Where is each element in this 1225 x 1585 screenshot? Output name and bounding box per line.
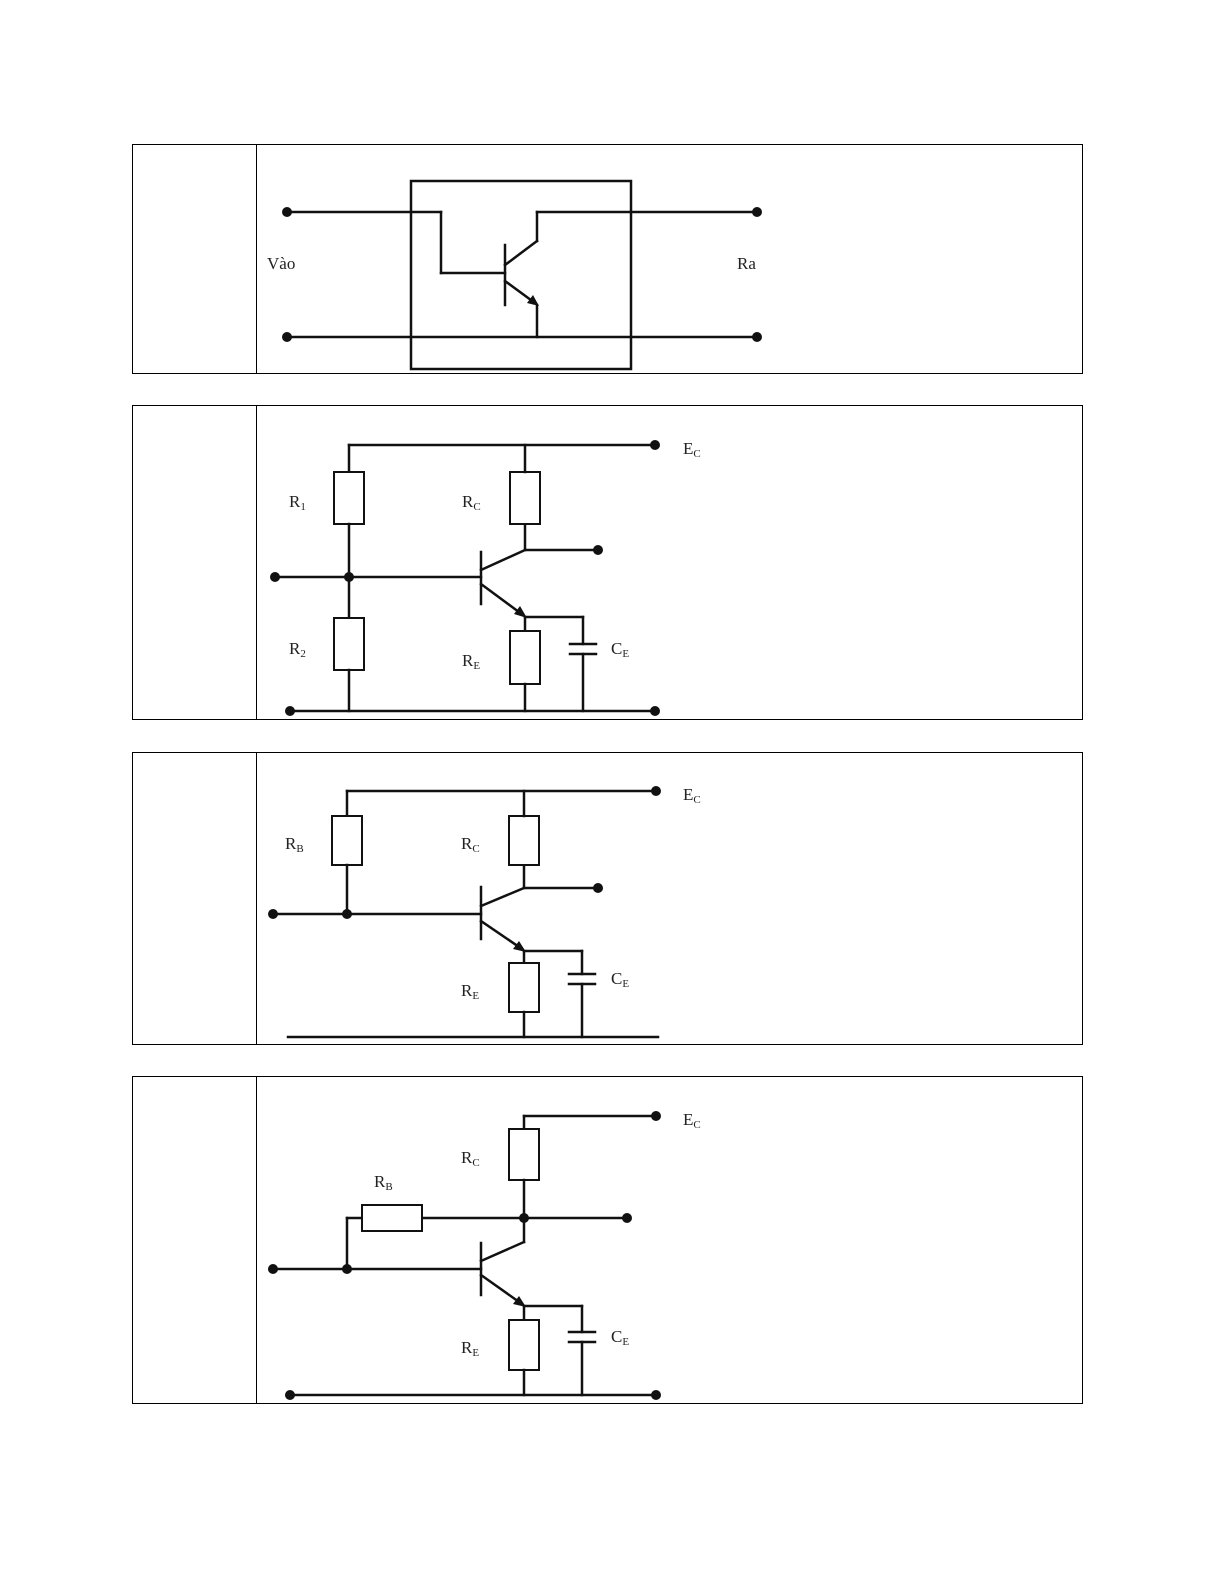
transistor-collector: [505, 241, 537, 265]
resistor-rb: [362, 1205, 422, 1231]
block-frame: [411, 181, 631, 369]
collector-feedback-bias-circuit: RB RC RE CE EC: [257, 1077, 1084, 1405]
transistor-collector: [481, 888, 524, 906]
supply-terminal: [650, 440, 660, 450]
rb-label: RB: [374, 1172, 393, 1193]
resistor-re: [509, 1320, 539, 1370]
re-label: RE: [461, 1338, 479, 1359]
transistor-emitter: [481, 921, 522, 949]
supply-terminal: [651, 1111, 661, 1121]
supply-terminal: [651, 786, 661, 796]
rc-label: RC: [461, 834, 480, 855]
row-2-label-cell: [133, 406, 257, 719]
ce-label: CE: [611, 639, 629, 660]
resistor-re: [510, 631, 540, 684]
ce-label: CE: [611, 969, 629, 990]
row-4-diagram-cell: RB RC RE CE EC: [257, 1077, 1082, 1403]
row-2-diagram-cell: R1 R2 RC RE CE EC: [257, 406, 1082, 719]
resistor-rc: [509, 816, 539, 865]
row-1-label-cell: [133, 145, 257, 373]
input-terminal: [268, 909, 278, 919]
base-junction: [342, 909, 352, 919]
input-terminal: [270, 572, 280, 582]
output-terminal: [593, 545, 603, 555]
transistor-collector: [481, 1242, 524, 1261]
output-terminal: [593, 883, 603, 893]
resistor-rc: [509, 1129, 539, 1180]
re-label: RE: [461, 981, 479, 1002]
output-terminal-bottom: [752, 332, 762, 342]
resistor-r1: [334, 472, 364, 524]
collector-junction: [519, 1213, 529, 1223]
resistor-re: [509, 963, 539, 1012]
output-label: Ra: [737, 254, 756, 273]
voltage-divider-bias-circuit: R1 R2 RC RE CE EC: [257, 406, 1084, 721]
resistor-rb: [332, 816, 362, 865]
rb-label: RB: [285, 834, 304, 855]
table-row-2: R1 R2 RC RE CE EC: [132, 405, 1083, 720]
re-label: RE: [462, 651, 480, 672]
row-4-label-cell: [133, 1077, 257, 1403]
transistor-block-diagram: Vào Ra: [257, 145, 1084, 375]
table-row-1: Vào Ra: [132, 144, 1083, 374]
ec-label: EC: [683, 439, 701, 460]
output-terminal: [622, 1213, 632, 1223]
input-terminal: [268, 1264, 278, 1274]
transistor-emitter: [481, 584, 523, 615]
input-terminal-bottom: [282, 332, 292, 342]
input-terminal-top: [282, 207, 292, 217]
base-junction: [342, 1264, 352, 1274]
transistor-emitter: [481, 1275, 522, 1304]
resistor-rc: [510, 472, 540, 524]
ground-left-terminal: [285, 1390, 295, 1400]
input-label: Vào: [267, 254, 295, 273]
ground-left-terminal: [285, 706, 295, 716]
rc-label: RC: [461, 1148, 480, 1169]
ground-right-terminal: [651, 1390, 661, 1400]
r2-label: R2: [289, 639, 306, 660]
ground-right-terminal: [650, 706, 660, 716]
rc-label: RC: [462, 492, 481, 513]
ce-label: CE: [611, 1327, 629, 1348]
transistor-collector: [481, 550, 525, 570]
table-row-4: RB RC RE CE EC: [132, 1076, 1083, 1404]
fixed-bias-circuit: RB RC RE CE EC: [257, 753, 1084, 1046]
row-3-label-cell: [133, 753, 257, 1044]
row-1-diagram-cell: Vào Ra: [257, 145, 1082, 373]
r1-label: R1: [289, 492, 306, 513]
output-terminal-top: [752, 207, 762, 217]
row-3-diagram-cell: RB RC RE CE EC: [257, 753, 1082, 1044]
table-row-3: RB RC RE CE EC: [132, 752, 1083, 1045]
resistor-r2: [334, 618, 364, 670]
base-junction: [344, 572, 354, 582]
ec-label: EC: [683, 1110, 701, 1131]
ec-label: EC: [683, 785, 701, 806]
